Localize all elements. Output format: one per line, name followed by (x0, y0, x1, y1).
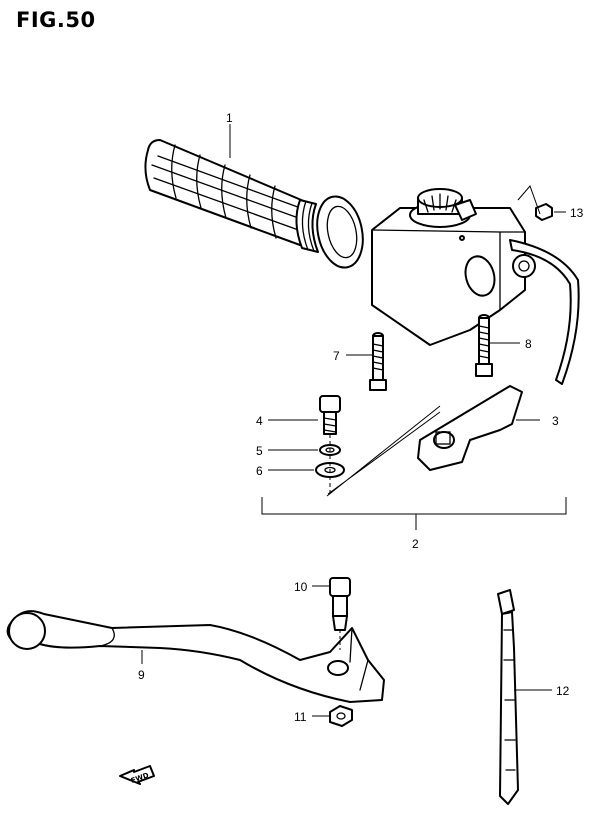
assembly-bracket (261, 497, 567, 530)
callout-10: 10 (294, 580, 308, 594)
alignment-line-13 (517, 185, 541, 215)
alignment-line (326, 405, 441, 497)
callout-2: 2 (412, 537, 419, 551)
callout-11: 11 (294, 710, 307, 724)
cap (535, 203, 566, 221)
screw-8 (475, 314, 493, 377)
clutch-lever (6, 610, 385, 703)
callout-6: 6 (256, 464, 263, 478)
forward-arrow-icon: FWD (119, 765, 155, 785)
callout-9: 9 (138, 668, 145, 682)
lever-bracket (417, 385, 523, 471)
callout-12: 12 (556, 684, 570, 698)
cable-tie (497, 589, 519, 805)
callout-7: 7 (333, 349, 340, 363)
callout-3: 3 (552, 414, 559, 428)
switch-housing (371, 188, 580, 385)
bolt-4 (319, 395, 341, 435)
callout-5: 5 (256, 444, 263, 458)
callout-8: 8 (525, 337, 532, 351)
screw-7 (369, 332, 387, 391)
pivot-bolt-10 (329, 577, 351, 650)
nut-11 (329, 705, 353, 727)
callout-1: 1 (226, 111, 233, 125)
figure-title: FIG.50 (16, 8, 96, 32)
handlebar-grip (144, 139, 364, 269)
callout-13: 13 (570, 206, 584, 220)
callout-4: 4 (256, 414, 263, 428)
